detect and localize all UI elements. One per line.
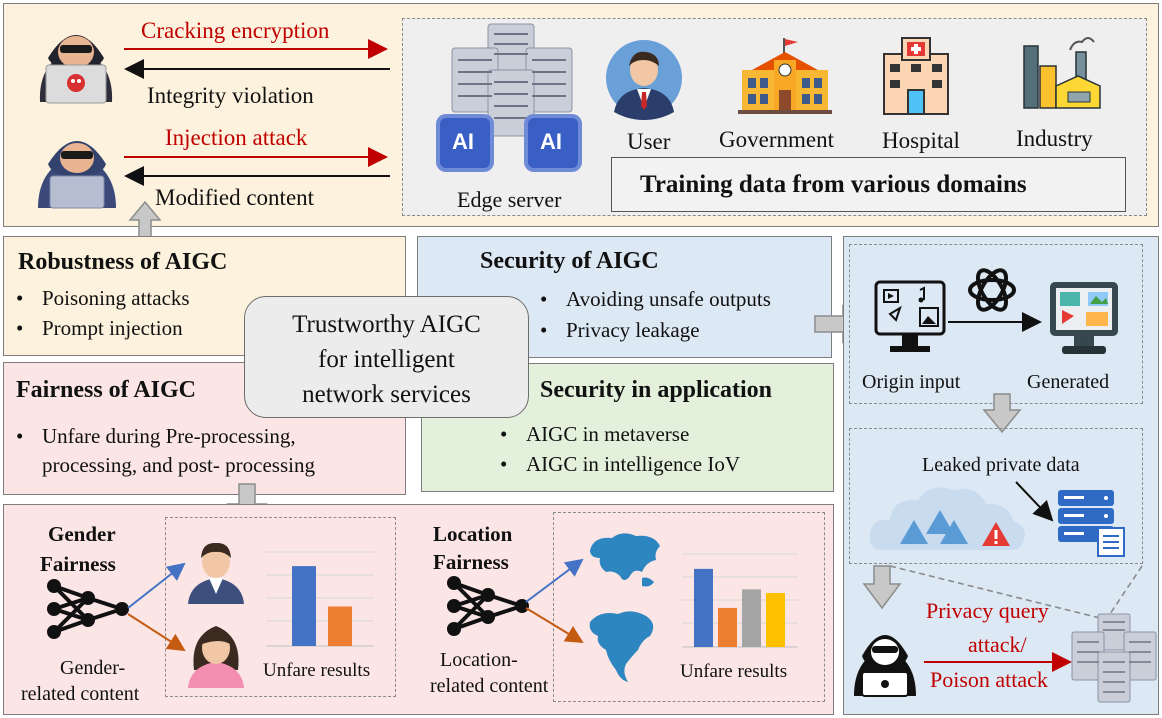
label-government: Government [719,127,834,152]
ai-chip-left [440,118,490,168]
training-data-label: Training data from various domains [640,171,1027,198]
gender-branch-arrows [127,562,186,652]
center-trustworthy-box [244,296,529,418]
fairness-item-1-cont: processing, and post- processing [42,453,315,477]
hospital-icon [883,37,949,115]
application-item-iov: AIGC in intelligence IoV [500,454,740,475]
label-origin-input: Origin input [862,371,961,393]
training-data-box [611,157,1126,212]
hooded-attacker-icon [38,141,116,209]
gender-caption-1: Gender- [60,657,126,679]
gender-branch-arrow-orange [127,613,186,652]
origin-input-monitor-icon [874,280,946,352]
gender-fairness-title-1: Gender [48,522,116,546]
label-hospital: Hospital [882,128,960,153]
openai-logo-icon [968,268,1016,312]
robustness-item-prompt: Prompt injection [16,318,183,339]
bar-2 [328,606,352,646]
robustness-item-poisoning: Poisoning attacks [16,288,190,309]
center-line-3: network services [302,381,471,408]
government-building-icon [738,38,832,114]
location-fairness-title-2: Fairness [433,550,509,574]
leaked-database-icon [1058,490,1125,557]
label-modified-content: Modified content [155,185,315,210]
location-branch-arrow-blue [525,558,584,603]
bar-3 [742,589,761,647]
attack-label-injection: Injection attack [165,125,308,150]
label-leaked-private-data: Leaked private data [922,454,1080,476]
fairness-item-1: Unfare during Pre-processing, [16,426,296,447]
asia-map-icon [590,533,660,587]
gender-neural-network-icon [47,579,129,639]
center-line-1: Trustworthy AIGC [292,311,481,338]
female-avatar-icon [188,626,244,688]
leakage-down-arrow [862,565,902,610]
ai-chip-left-label: AI [452,129,474,154]
location-caption-1: Location- [440,649,518,671]
label-industry: Industry [1016,126,1093,151]
attack-label-poison: Poison attack [930,667,1048,692]
location-results-box [553,512,825,702]
location-fairness-title-1: Location [433,522,513,546]
leakage-dashed-box [849,428,1143,564]
attack-label-attack: attack/ [968,632,1027,657]
gender-unfare-label: Unfare results [263,660,371,681]
bar-1 [292,566,316,646]
security-title: Security of AIGC [480,248,659,274]
gender-results-box [165,517,396,697]
center-line-2: for intelligent [318,346,455,373]
security-item-unsafe: Avoiding unsafe outputs [540,289,771,310]
attack-label-cracking: Cracking encryption [141,18,330,43]
gender-bar-chart [266,551,374,647]
target-server-icon [1071,613,1157,703]
label-user: User [627,129,671,154]
attacker-laptop-icon [854,635,916,697]
location-branch-arrow-orange [525,607,584,644]
location-caption-2: related content [430,675,549,697]
industry-factory-icon [1023,37,1101,109]
poison-attack-arrow [924,652,1072,672]
ai-chip-right [528,118,578,168]
edge-server-icon [451,23,573,137]
location-bar-chart [682,553,798,648]
leak-pointer-arrow [1015,481,1054,522]
gender-caption-2: related content [21,683,140,705]
security-item-privacy: Privacy leakage [540,320,700,341]
application-item-metaverse: AIGC in metaverse [500,424,689,445]
bar-4 [766,593,785,647]
hacker-icon [39,35,113,104]
application-title: Security in application [540,377,773,403]
location-neural-network-icon [447,576,529,636]
north-america-map-icon [589,611,654,682]
robustness-title: Robustness of AIGC [18,249,228,275]
attack-arrows [124,39,390,186]
label-edge-server: Edge server [457,187,562,212]
ai-chip-right-label: AI [540,129,562,154]
attack-label-privacy-query: Privacy query [926,598,1049,623]
server-link-dashed-lines [889,565,1143,621]
male-avatar-icon [188,542,244,604]
user-icon [606,40,682,120]
generation-arrow [948,312,1042,332]
label-generated: Generated [1027,371,1110,393]
generated-monitor-icon [1050,282,1118,354]
fairness-title: Fairness of AIGC [16,377,196,403]
label-integrity-violation: Integrity violation [147,83,314,108]
location-branch-arrows [525,558,584,644]
gender-fairness-title-2: Fairness [40,552,116,576]
generation-down-arrow [982,393,1022,434]
bar-2 [718,607,737,647]
bar-1 [694,568,713,647]
gender-branch-arrow-blue [127,562,186,609]
leaked-cloud-icon [869,487,1025,550]
location-unfare-label: Unfare results [680,661,788,682]
